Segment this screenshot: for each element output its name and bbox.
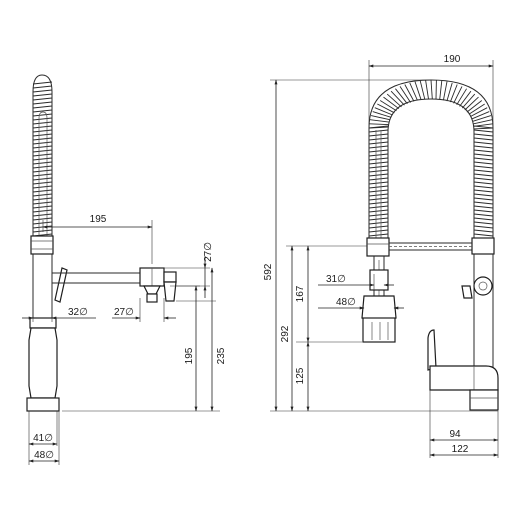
dim-base-height: 125 bbox=[295, 367, 306, 384]
side-lever bbox=[54, 267, 68, 303]
dim-outlet-diameter: 27∅ bbox=[203, 242, 214, 262]
dim-depth-122: 122 bbox=[452, 444, 469, 455]
side-hose-outline bbox=[32, 74, 53, 238]
dim-total-height-592: 592 bbox=[263, 263, 274, 280]
dim-hook-height: 167 bbox=[295, 285, 306, 302]
dim-spout-reach: 195 bbox=[90, 214, 107, 225]
front-left-collar bbox=[366, 237, 390, 257]
front-body bbox=[429, 365, 499, 391]
dim-connector-diameter: 27∅ bbox=[114, 307, 134, 318]
dim-base-41: 41∅ bbox=[33, 433, 53, 444]
side-body bbox=[28, 327, 58, 399]
dim-width: 190 bbox=[444, 54, 461, 65]
front-lever bbox=[427, 329, 437, 371]
side-view: 195 27∅ 32∅ 27∅ 195 235 41∅ 48∅ bbox=[22, 74, 227, 465]
dim-base-48: 48∅ bbox=[34, 450, 54, 461]
front-hose-outline-outer bbox=[368, 79, 494, 240]
front-column-knob bbox=[473, 276, 493, 296]
front-right-collar bbox=[471, 237, 495, 255]
front-spring-hose bbox=[368, 79, 494, 237]
side-base bbox=[26, 397, 60, 412]
front-base bbox=[469, 389, 499, 411]
dim-body-diameter: 32∅ bbox=[68, 307, 88, 318]
front-spray-head bbox=[361, 295, 397, 321]
dim-total-height: 235 bbox=[216, 347, 227, 364]
dim-spray-height: 292 bbox=[280, 325, 291, 342]
front-spray-body bbox=[362, 317, 396, 343]
side-spring-hose bbox=[32, 81, 53, 237]
front-spray-grip bbox=[369, 269, 389, 291]
dim-depth-94: 94 bbox=[449, 429, 461, 440]
dim-spray-31: 31∅ bbox=[326, 274, 346, 285]
side-spout-arm bbox=[52, 272, 140, 284]
front-rail bbox=[389, 242, 472, 251]
side-outlet-nozzle bbox=[143, 285, 161, 295]
side-collar bbox=[30, 235, 54, 255]
side-column bbox=[32, 254, 53, 318]
dim-spray-48: 48∅ bbox=[336, 297, 356, 308]
dim-body-height: 195 bbox=[184, 347, 195, 364]
front-view: 190 592 167 292 125 31∅ 48∅ 94 122 bbox=[263, 54, 499, 458]
